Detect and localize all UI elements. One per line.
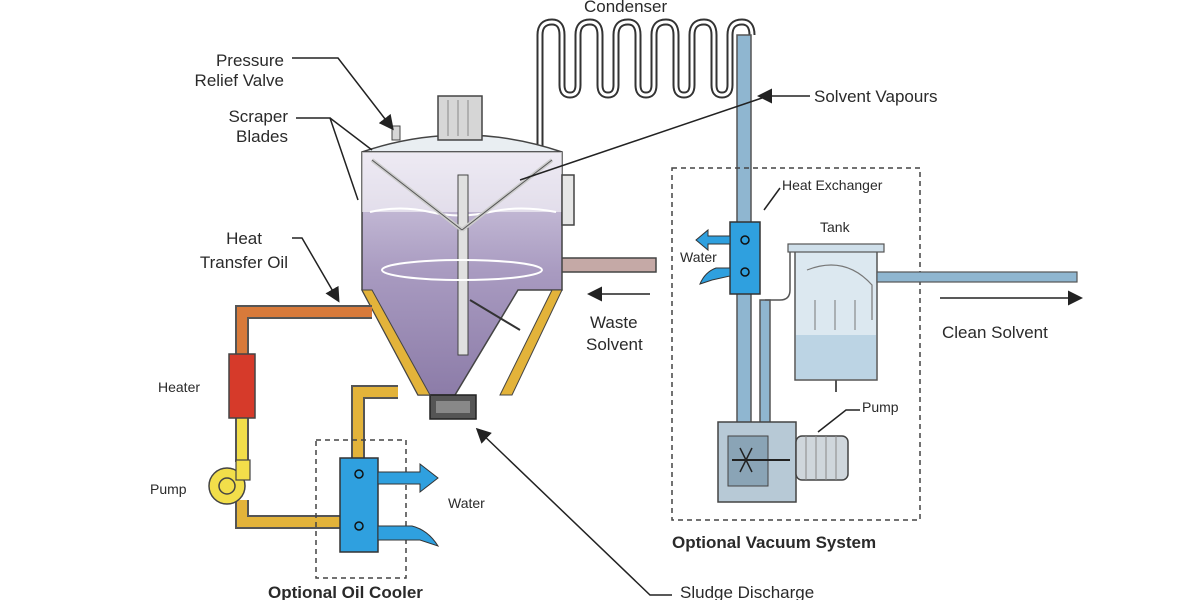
oil-cooler-boundary [315, 439, 407, 579]
oil-cooler-exchanger [339, 457, 440, 553]
waste-solvent-pipe [557, 257, 657, 273]
sludge-discharge-label: Sludge Discharge [680, 583, 814, 600]
leader-lines [292, 57, 860, 596]
oil-pump [208, 459, 251, 505]
waste-solvent-label-1: Waste [590, 313, 638, 332]
scraper-blades-label-1: Scraper [228, 107, 288, 126]
pressure-relief-label-2: Relief Valve [195, 71, 284, 90]
oil-cooler-water-label: Water [448, 495, 485, 511]
condenser-label: Condenser [584, 0, 668, 16]
solvent-vapours-label: Solvent Vapours [814, 87, 937, 106]
oil-pump-label: Pump [150, 481, 187, 497]
vacuum-water-label: Water [680, 249, 717, 265]
condenser-coil [536, 18, 756, 150]
waste-solvent-label-2: Solvent [586, 335, 643, 354]
vacuum-pump-label: Pump [862, 399, 899, 415]
heat-transfer-oil-label-2: Transfer Oil [200, 253, 288, 272]
heat-transfer-oil-label-1: Heat [226, 229, 262, 248]
clean-solvent-pipe [876, 271, 1078, 283]
heat-exchanger-label: Heat Exchanger [782, 177, 883, 193]
heater-label: Heater [158, 379, 200, 395]
vacuum-system-boundary [671, 167, 921, 521]
tank [787, 243, 885, 392]
vacuum-pump [717, 421, 849, 503]
scraper-blades-label-2: Blades [236, 127, 288, 146]
vessel [361, 95, 575, 420]
tank-label: Tank [820, 219, 851, 235]
heater [228, 353, 256, 419]
heat-exchanger [695, 221, 761, 295]
optional-vacuum-label: Optional Vacuum System [672, 533, 876, 552]
clean-solvent-label: Clean Solvent [942, 323, 1048, 342]
optional-oil-cooler-label: Optional Oil Cooler [268, 583, 423, 600]
oil-loop [235, 305, 398, 529]
pressure-relief-label-1: Pressure [216, 51, 284, 70]
